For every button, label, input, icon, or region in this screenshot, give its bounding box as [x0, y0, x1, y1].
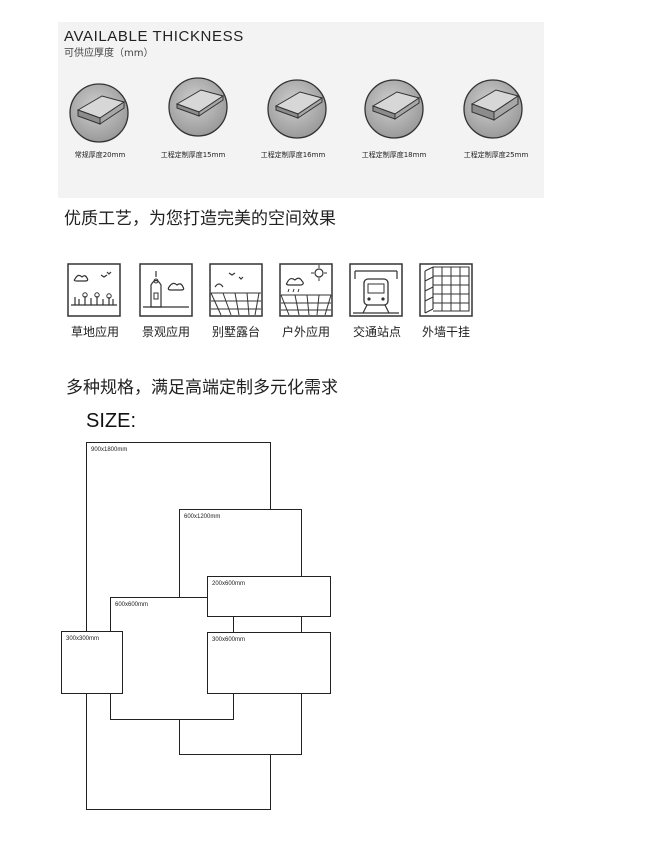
application-label: 景观应用: [141, 325, 191, 339]
thickness-title: AVAILABLE THICKNESS: [64, 28, 244, 45]
train-station-icon: [349, 263, 403, 317]
size-rect-label: 300x300mm: [66, 636, 100, 642]
size-rect-300x300: 300x300mm: [61, 631, 123, 694]
application-label: 交通站点: [352, 325, 402, 339]
thickness-label: 工程定制厚度15mm: [160, 151, 226, 159]
thickness-disc-25: [462, 78, 524, 140]
landscape-icon: [139, 263, 193, 317]
size-label: SIZE:: [86, 410, 137, 432]
thickness-label: 工程定制厚度16mm: [260, 151, 326, 159]
size-rect-label: 600x600mm: [115, 602, 149, 608]
thickness-disc-15: [167, 76, 229, 138]
villa-terrace-icon: [209, 263, 263, 317]
outdoor-icon: [279, 263, 333, 317]
thickness-disc-18: [363, 78, 425, 140]
thickness-label: 工程定制厚度25mm: [463, 151, 529, 159]
application-label: 外墙干挂: [421, 325, 471, 339]
application-label: 别墅露台: [211, 325, 261, 339]
size-rect-label: 200x600mm: [212, 581, 246, 587]
size-rect-200x600: 200x600mm: [207, 576, 331, 617]
size-rect-label: 300x600mm: [212, 637, 246, 643]
sizes-heading: 多种规格，满足高端定制多元化需求: [66, 378, 338, 398]
wall-cladding-icon: [419, 263, 473, 317]
size-rect-label: 600x1200mm: [184, 514, 221, 520]
grass-field-icon: [67, 263, 121, 317]
thickness-disc-20: [68, 82, 130, 144]
size-rect-label: 900x1800mm: [91, 447, 128, 453]
thickness-label: 常规厚度20mm: [74, 151, 126, 159]
size-rect-300x600: 300x600mm: [207, 632, 331, 694]
thickness-disc-16: [266, 78, 328, 140]
applications-heading: 优质工艺，为您打造完美的空间效果: [64, 209, 336, 229]
application-label: 草地应用: [70, 325, 120, 339]
thickness-label: 工程定制厚度18mm: [361, 151, 427, 159]
thickness-subtitle: 可供应厚度（mm）: [64, 48, 154, 59]
application-label: 户外应用: [281, 325, 331, 339]
